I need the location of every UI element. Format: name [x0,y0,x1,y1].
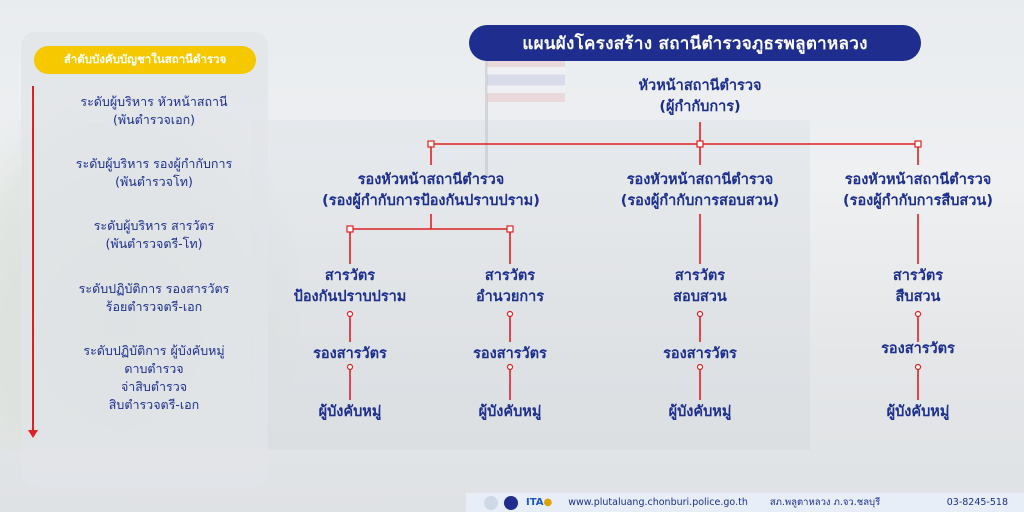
node-inspector-investigation: สารวัตร สืบสวน [892,268,944,305]
level-executive-inspector: ระดับผู้บริหาร สารวัตร (พันตำรวจตรี-โท) [93,218,215,251]
level-operational-sub-inspector: ระดับปฏิบัติการ รองสารวัตร ร้อยตำรวจตรี-… [78,281,230,314]
node-deputy-investigation: รองหัวหน้าสถานีตำรวจ (รองผู้กำกับการสืบส… [843,172,993,209]
background-building [250,120,810,450]
node-sub-inspector-1: รองสารวัตร [313,346,387,362]
node-inspector-crime-prevention: สารวัตร ป้องกันปราบปราม [293,268,407,305]
background-flagpole [485,58,488,178]
footer-phone[interactable]: 03-8245-518 [946,497,1008,508]
node-squad-leader-3: ผู้บังคับหมู่ [668,404,732,420]
level-operational-squad-leader: ระดับปฏิบัติการ ผู้บังคับหมู่ ดาบตำรวจ จ… [83,343,225,412]
footer-bar: ITA● www.plutaluang.chonburi.police.go.t… [466,493,1024,512]
page-title: แผนผังโครงสร้าง สถานีตำรวจภูธรพลูตาหลวง [469,25,921,61]
junction-left [427,140,435,148]
chain-of-command-title: ลำดับบังคับบัญชาในสถานีตำรวจ [34,46,256,74]
junction-insp-right [506,225,514,233]
chain-arrow-line [32,86,34,432]
chain-arrow-head-icon [28,430,38,438]
footer-station-name: สภ.พลูตาหลวง ภ.จว.ชลบุรี [769,497,881,508]
police-badge-icon [504,495,518,510]
junction-right [914,140,922,148]
node-squad-leader-1: ผู้บังคับหมู่ [318,404,382,420]
level-executive-head: ระดับผู้บริหาร หัวหน้าสถานี (พันตำรวจเอก… [80,94,228,127]
background-flag [487,58,565,102]
junction-center [696,140,704,148]
node-deputy-crime-prevention: รองหัวหน้าสถานีตำรวจ (รองผู้กำกับการป้อง… [322,172,540,209]
node-sub-inspector-3: รองสารวัตร [663,346,737,362]
ita-logo: ITA● [526,497,553,508]
node-sub-inspector-4: รองสารวัตร [881,341,955,357]
node-deputy-interrogation: รองหัวหน้าสถานีตำรวจ (รองผู้กำกับการสอบส… [620,172,780,209]
node-squad-leader-2: ผู้บังคับหมู่ [478,404,542,420]
emblem-icon [484,495,498,510]
node-station-head: หัวหน้าสถานีตำรวจ (ผู้กำกับการ) [638,78,762,115]
node-sub-inspector-2: รองสารวัตร [473,346,547,362]
node-inspector-administration: สารวัตร อำนวยการ [475,268,545,305]
footer-website[interactable]: www.plutaluang.chonburi.police.go.th [568,497,748,508]
node-inspector-interrogation: สารวัตร สอบสวน [673,268,727,305]
chain-of-command-panel [21,32,268,487]
junction-insp-left [346,225,354,233]
level-executive-deputy: ระดับผู้บริหาร รองผู้กำกับการ (พันตำรวจโ… [75,156,233,189]
node-squad-leader-4: ผู้บังคับหมู่ [886,404,950,420]
